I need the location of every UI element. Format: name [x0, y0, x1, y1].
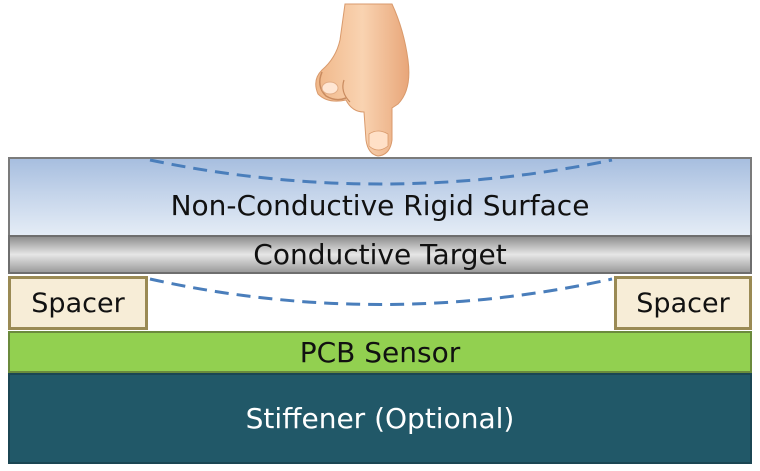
conductive-target-layer: Conductive Target [8, 235, 752, 274]
surface-label: Non-Conductive Rigid Surface [170, 188, 590, 222]
target-label: Conductive Target [253, 238, 507, 271]
spacer-right: Spacer [614, 276, 752, 330]
target-deflection-arc [149, 277, 613, 306]
spacer-right-label: Spacer [636, 287, 730, 319]
spacer-left: Spacer [8, 276, 148, 330]
stiffener-label: Stiffener (Optional) [245, 402, 515, 435]
pcb-label: PCB Sensor [299, 335, 461, 369]
pcb-sensor-layer: PCB Sensor [8, 331, 752, 373]
spacer-left-label: Spacer [31, 287, 125, 319]
stiffener-layer: Stiffener (Optional) [8, 373, 752, 464]
non-conductive-rigid-surface-layer: Non-Conductive Rigid Surface [8, 157, 752, 237]
surface-deflection-arc [149, 158, 613, 186]
